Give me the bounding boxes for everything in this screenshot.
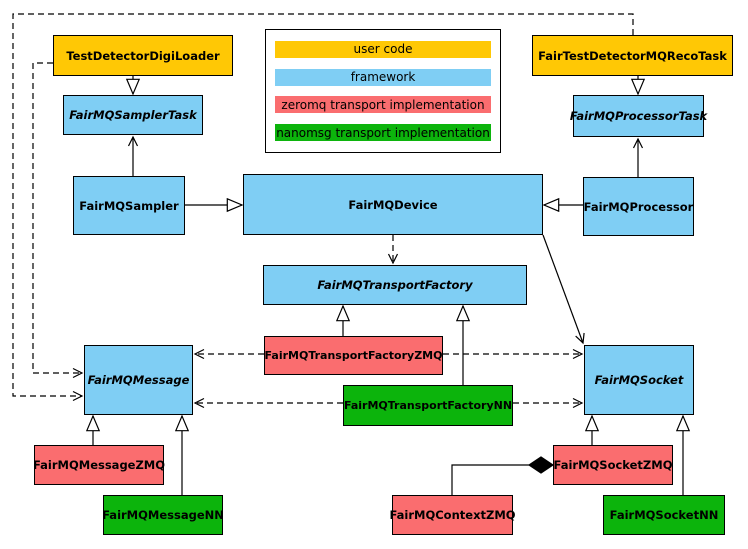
node-fairmq-transport-factory: FairMQTransportFactory xyxy=(263,265,527,305)
node-fairmq-transport-factory-nn: FairMQTransportFactoryNN xyxy=(343,385,513,426)
node-test-detector-digi-loader: TestDetectorDigiLoader xyxy=(53,35,233,76)
node-fairmq-message-nn: FairMQMessageNN xyxy=(102,495,224,535)
node-fairmq-message: FairMQMessage xyxy=(84,345,193,415)
node-fairmq-context-zmq: FairMQContextZMQ xyxy=(389,495,516,535)
edge-recotask-message-dependency xyxy=(12,13,634,402)
node-fairmq-socket: FairMQSocket xyxy=(584,345,694,415)
node-fairmq-message-zmq: FairMQMessageZMQ xyxy=(33,445,165,485)
node-fairmq-sampler-task: FairMQSamplerTask xyxy=(63,95,203,135)
node-fairmq-sampler: FairMQSampler xyxy=(73,176,185,235)
node-fairmq-transport-factory-zmq: FairMQTransportFactoryZMQ xyxy=(264,336,443,375)
edge-socketzmq-contextzmq-composition xyxy=(451,464,529,495)
legend-item-nanomsg: nanomsg transport implementation xyxy=(275,124,491,142)
node-fairmq-processor: FairMQProcessor xyxy=(583,177,694,236)
node-fairmq-processor-task: FairMQProcessorTask xyxy=(570,95,707,137)
node-fair-test-detector-mq-reco-task: FairTestDetectorMQRecoTask xyxy=(532,35,733,76)
node-fairmq-device: FairMQDevice xyxy=(243,174,543,235)
legend-item-user-code: user code xyxy=(275,40,491,58)
node-fairmq-socket-nn: FairMQSocketNN xyxy=(603,495,725,535)
composition-diamond xyxy=(527,456,555,474)
legend: user code framework zeromq transport imp… xyxy=(265,29,501,153)
edge-digiloader-message-dependency xyxy=(32,62,84,379)
node-fairmq-socket-zmq: FairMQSocketZMQ xyxy=(553,445,673,485)
legend-item-zeromq: zeromq transport implementation xyxy=(275,96,491,114)
legend-item-framework: framework xyxy=(275,68,491,86)
edge-device-socket-association xyxy=(542,234,585,345)
